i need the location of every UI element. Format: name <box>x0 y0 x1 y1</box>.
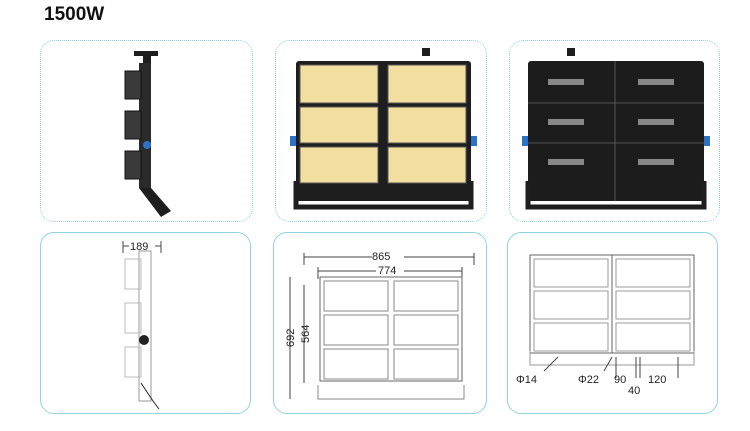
product-title: 1500W <box>44 4 105 25</box>
drawing-back: Φ14 Φ22 90 40 120 <box>507 232 718 414</box>
photo-front-view <box>275 40 487 222</box>
dim-40: 40 <box>628 385 640 397</box>
dim-side-depth: 189 <box>130 241 148 253</box>
dim-120: 120 <box>648 374 666 386</box>
dim-overall-width: 865 <box>372 251 390 263</box>
dim-inner-height: 564 <box>300 325 312 343</box>
photo-side-view <box>40 40 253 222</box>
dim-overall-height: 692 <box>285 329 297 347</box>
front-view-illustration <box>290 48 477 210</box>
front-dimension-drawing: 865 774 692 564 <box>285 251 475 400</box>
back-dimension-drawing: Φ14 Φ22 90 40 120 <box>516 254 695 397</box>
dim-inner-width: 774 <box>378 265 396 277</box>
dim-90: 90 <box>614 374 626 386</box>
side-view-illustration <box>124 51 171 217</box>
photo-back-view <box>509 40 720 222</box>
dim-hole-small: Φ14 <box>516 374 537 386</box>
drawing-side: 189 <box>40 232 251 414</box>
side-dimension-drawing: 189 <box>122 241 162 410</box>
dim-hole-large: Φ22 <box>578 374 599 386</box>
drawing-front: 865 774 692 564 <box>273 232 487 414</box>
knob-icon <box>139 335 149 345</box>
adjust-knob-icon <box>143 141 151 149</box>
back-view-illustration <box>522 48 710 210</box>
